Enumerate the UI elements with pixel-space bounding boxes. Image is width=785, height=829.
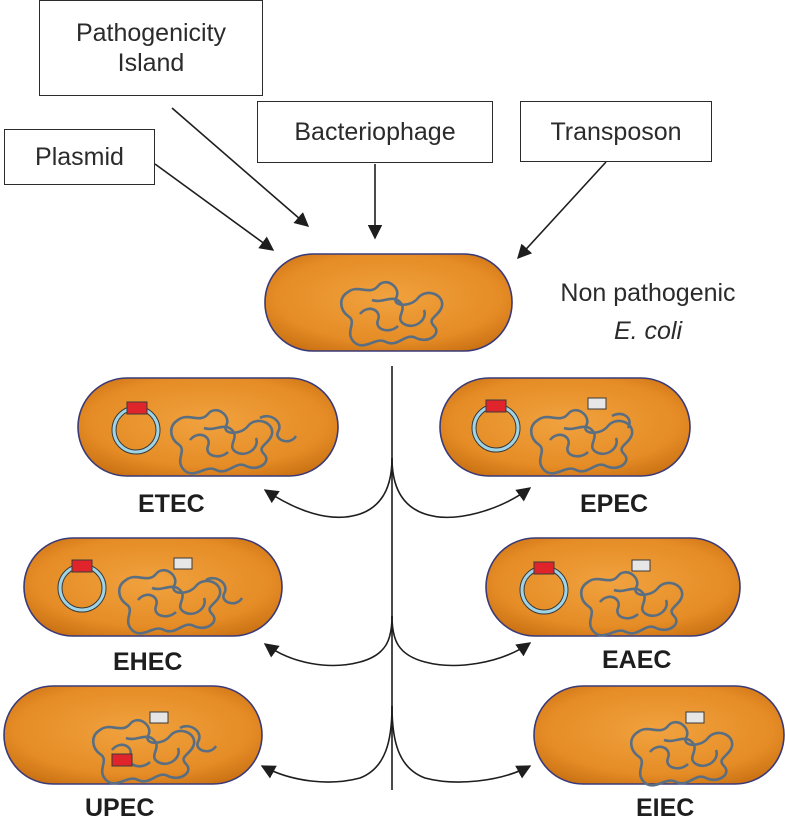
chromosome xyxy=(91,718,218,785)
white-gene xyxy=(173,557,193,570)
plasmid-box: Plasmid xyxy=(4,129,155,185)
arrow-pathogenicity-island xyxy=(171,107,310,227)
pathogenicity-island-box: Pathogenicity Island xyxy=(39,0,263,96)
white-gene xyxy=(685,711,705,724)
parent-label-line1: Non pathogenic xyxy=(560,279,736,307)
branch-epec xyxy=(391,457,532,518)
bacteriophage-box: Bacteriophage xyxy=(257,101,493,163)
branch-eiec xyxy=(391,705,532,783)
branch-eaec xyxy=(391,615,532,667)
strain-label-ehec: EHEC xyxy=(113,648,183,676)
parent-cell xyxy=(264,253,513,352)
white-gene xyxy=(631,559,651,572)
source-arrows xyxy=(154,107,607,260)
strain-label-epec: EPEC xyxy=(580,490,649,518)
plasmid-label: Plasmid xyxy=(35,143,124,171)
arrow-plasmid xyxy=(154,163,275,251)
cell-etec xyxy=(77,377,339,477)
branch-ehec xyxy=(263,615,393,667)
cell-eiec xyxy=(533,685,785,787)
transposon-label: Transposon xyxy=(550,117,682,146)
white-gene xyxy=(149,711,169,724)
cell-upec xyxy=(3,685,263,785)
lineage-tree xyxy=(260,366,532,790)
strain-label-eiec: EIEC xyxy=(636,794,695,822)
chromosome xyxy=(529,408,634,475)
strain-label-eaec: EAEC xyxy=(602,646,672,674)
chromosome xyxy=(629,720,734,787)
parent-label-line2: E. coli xyxy=(613,317,683,345)
chromosome xyxy=(169,408,298,475)
cell-ehec xyxy=(23,537,283,637)
red-gene xyxy=(533,561,555,575)
white-gene xyxy=(587,397,607,410)
chromosome xyxy=(579,570,684,637)
transposon-box: Transposon xyxy=(520,101,712,162)
red-gene xyxy=(71,559,93,573)
bacteriophage-label: Bacteriophage xyxy=(294,118,456,146)
parent-label: Non pathogenic E. coli xyxy=(528,274,768,350)
red-gene xyxy=(485,399,507,413)
cell-epec xyxy=(439,377,691,477)
red-gene xyxy=(111,753,133,767)
strain-label-upec: UPEC xyxy=(85,794,155,822)
cell-eaec xyxy=(485,537,741,637)
branch-etec xyxy=(263,457,393,518)
arrow-transposon xyxy=(517,161,607,260)
chromosome xyxy=(339,280,444,347)
branch-upec xyxy=(260,705,393,783)
red-gene xyxy=(126,401,148,415)
chromosome xyxy=(117,568,244,635)
pathogenicity-island-label: Pathogenicity Island xyxy=(75,19,227,77)
strain-label-etec: ETEC xyxy=(138,490,205,518)
